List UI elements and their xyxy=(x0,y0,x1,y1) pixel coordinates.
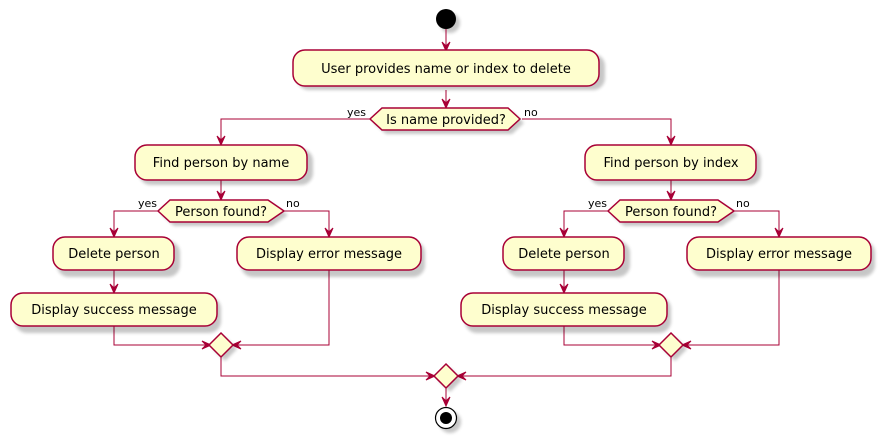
merge-left xyxy=(207,331,237,361)
decision-person-found-left: Person found? yes no xyxy=(138,197,300,226)
guard-no: no xyxy=(736,197,750,210)
activity-label: Find person by name xyxy=(153,156,289,171)
activity-label: Display error message xyxy=(256,247,402,262)
activity-label: User provides name or index to delete xyxy=(321,62,571,77)
merge-right xyxy=(657,331,687,361)
activity-label: Delete person xyxy=(518,247,609,262)
start-node xyxy=(436,9,460,33)
activity-label: Find person by index xyxy=(603,156,738,171)
activity-delete-person-left: Delete person xyxy=(52,236,180,277)
guard-yes: yes xyxy=(138,197,157,210)
decision-label: Person found? xyxy=(625,205,717,220)
guard-yes: yes xyxy=(588,197,607,210)
guard-no: no xyxy=(524,106,538,119)
activity-label: Display error message xyxy=(706,247,852,262)
decision-label: Person found? xyxy=(175,205,267,220)
activity-success-right: Display success message xyxy=(460,292,671,333)
merge-center xyxy=(432,362,462,392)
activity-find-by-index: Find person by index xyxy=(584,144,761,185)
activity-delete-person-right: Delete person xyxy=(502,236,630,277)
decision-person-found-right: Person found? yes no xyxy=(588,197,750,226)
activity-success-left: Display success message xyxy=(10,292,221,333)
guard-no: no xyxy=(286,197,300,210)
activity-label: Display success message xyxy=(481,303,646,318)
end-node xyxy=(434,406,461,433)
guard-yes: yes xyxy=(347,106,366,119)
decision-is-name-provided: Is name provided? yes no xyxy=(347,106,538,134)
activity-error-left: Display error message xyxy=(236,236,425,277)
decision-label: Is name provided? xyxy=(386,113,506,128)
activity-label: Display success message xyxy=(31,303,196,318)
activity-find-by-name: Find person by name xyxy=(134,144,313,185)
activity-label: Delete person xyxy=(68,247,159,262)
activity-user-provides: User provides name or index to delete xyxy=(292,49,605,90)
activity-error-right: Display error message xyxy=(686,236,875,277)
